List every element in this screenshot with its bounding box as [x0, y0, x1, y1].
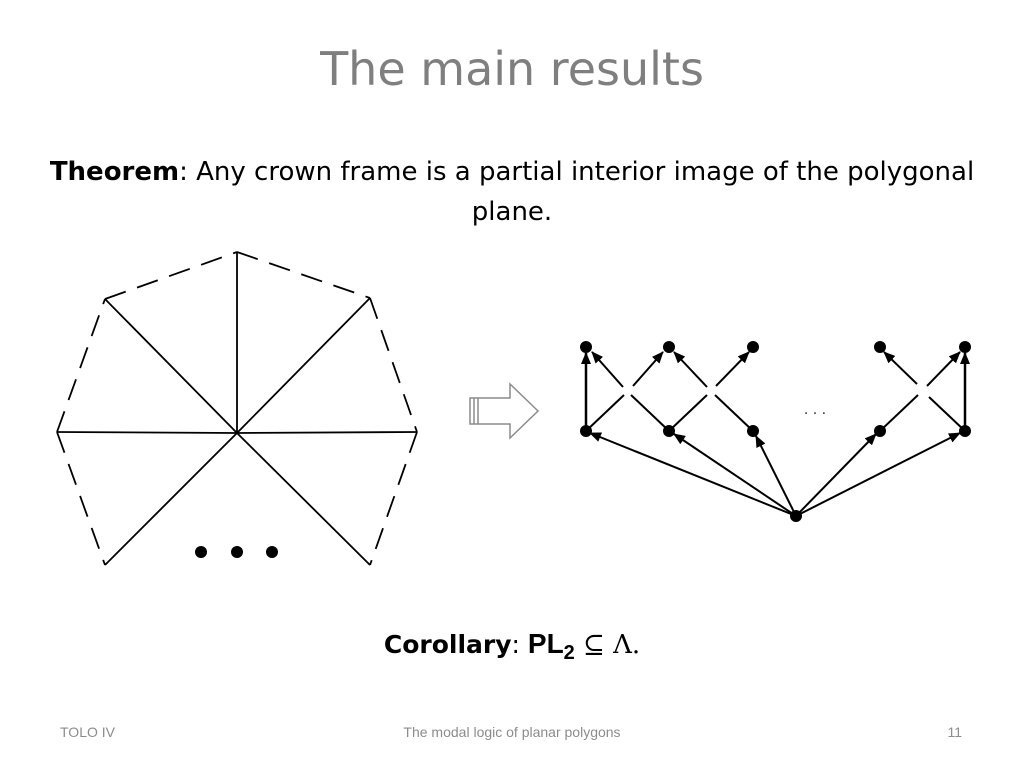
corollary-pl: PL: [527, 628, 564, 659]
theorem-text: : Any crown frame is a partial interior …: [179, 157, 975, 227]
polygon-figure: [56, 251, 418, 566]
polygon-dashed-boundary: [56, 251, 418, 566]
theorem-label: Theorem: [49, 157, 180, 187]
theorem-statement: Theorem: Any crown frame is a partial in…: [20, 152, 1004, 232]
footer-talk-title: The modal logic of planar polygons: [403, 724, 621, 740]
polygon-crown-diagram: . . .: [56, 251, 971, 566]
polygon-radii: [56, 252, 418, 566]
footer-event: TOLO IV: [60, 724, 115, 740]
corollary-subscript: 2: [563, 642, 575, 664]
slide-title: The main results: [320, 42, 704, 96]
implication-arrow-icon: [469, 382, 540, 440]
corollary-label: Corollary: [383, 630, 512, 659]
graph-ellipsis: . . .: [804, 401, 826, 418]
graph-nodes: [580, 341, 971, 522]
crown-frame-graph: . . .: [580, 341, 971, 522]
footer-page-number: 11: [947, 724, 962, 740]
graph-edges: [581, 351, 970, 517]
corollary-colon: :: [511, 630, 528, 659]
corollary-statement: Corollary: PL2 ⊆ Λ.: [0, 628, 1024, 665]
polygon-ellipsis: [195, 546, 278, 558]
corollary-relation: ⊆ Λ.: [574, 630, 641, 660]
